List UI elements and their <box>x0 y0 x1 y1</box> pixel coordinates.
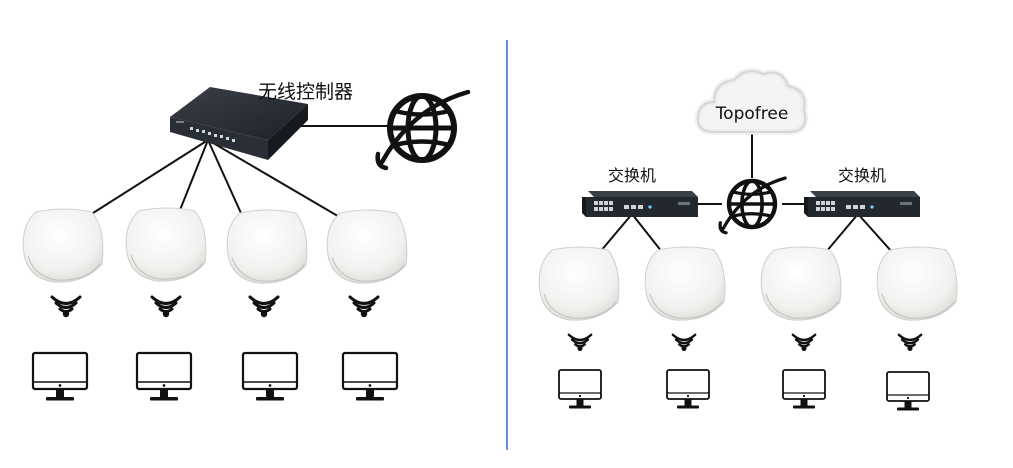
globe-icon <box>378 92 468 168</box>
monitor-icon <box>341 351 399 402</box>
globe-icon <box>720 178 785 233</box>
access-point-icon <box>644 246 726 321</box>
left-links <box>81 125 398 223</box>
wifi-signal-icon <box>897 333 923 353</box>
access-point-icon <box>226 209 308 284</box>
right-links <box>599 134 893 253</box>
monitor-icon <box>886 371 930 412</box>
monitor-icon <box>241 351 299 402</box>
monitor-icon <box>782 369 826 410</box>
wifi-signal-icon <box>248 295 280 319</box>
access-point-icon <box>22 208 104 283</box>
wifi-signal-icon <box>567 333 593 353</box>
wifi-signal-icon <box>348 295 380 319</box>
access-point-icon <box>326 209 408 284</box>
wifi-signal-icon <box>50 295 82 319</box>
wifi-signal-icon <box>150 295 182 319</box>
wifi-signal-icon <box>671 333 697 353</box>
switch-label: 交换机 <box>608 166 656 185</box>
monitor-icon <box>666 369 710 410</box>
monitor-icon <box>31 351 89 402</box>
access-point-icon <box>538 246 620 321</box>
switch-label: 交换机 <box>838 166 886 185</box>
controller-label: 无线控制器 <box>258 81 353 103</box>
network-switch-icon <box>582 191 698 217</box>
cloud-label: Topofree <box>715 104 789 124</box>
monitor-icon <box>135 351 193 402</box>
access-point-icon <box>125 207 207 282</box>
monitor-icon <box>558 369 602 410</box>
network-switch-icon <box>804 191 920 217</box>
wifi-signal-icon <box>791 333 817 353</box>
access-point-icon <box>876 246 958 321</box>
wireless-controller-icon <box>170 87 308 160</box>
access-point-icon <box>760 246 842 321</box>
